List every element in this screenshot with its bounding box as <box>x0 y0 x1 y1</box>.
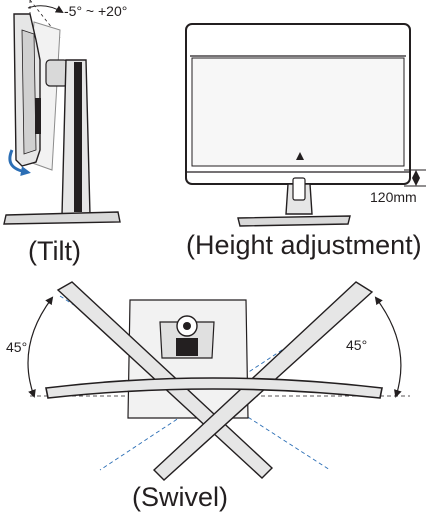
swivel-diagram <box>27 281 410 481</box>
swivel-axis-line-left <box>59 295 331 471</box>
tilt-angle-arc <box>27 5 64 14</box>
tilt-range-label: -5° ~ +20° <box>64 3 128 19</box>
tilt-direction-arrow <box>8 149 31 177</box>
swivel-caption: (Swivel) <box>132 482 229 512</box>
brand-logo-icon <box>296 152 304 160</box>
tilt-hinge <box>45 59 69 87</box>
swivel-hinge-block <box>176 338 198 356</box>
height-measure-label: 120mm <box>370 189 417 205</box>
swivel-right-angle-label: 45° <box>346 337 368 353</box>
height-diagram <box>185 23 426 227</box>
height-monitor-screen <box>191 57 405 167</box>
tilt-stand-base <box>3 211 121 225</box>
swivel-left-angle-label: 45° <box>6 339 28 355</box>
swivel-hinge-center <box>183 322 191 330</box>
height-stand-base <box>237 215 351 227</box>
swivel-panel-front <box>45 377 383 399</box>
height-caption: (Height adjustment) <box>186 230 422 260</box>
height-cable-hole <box>292 177 306 201</box>
tilt-caption: (Tilt) <box>28 236 81 266</box>
tilt-panel-back <box>21 29 37 155</box>
tilt-diagram <box>3 0 121 225</box>
swivel-left-angle-arc <box>27 296 54 398</box>
swivel-right-angle-arc <box>374 296 402 398</box>
tilt-reference-line-tilted <box>29 0 61 39</box>
tilt-control-buttons <box>35 98 41 134</box>
tilt-stand-shadow <box>74 62 82 212</box>
